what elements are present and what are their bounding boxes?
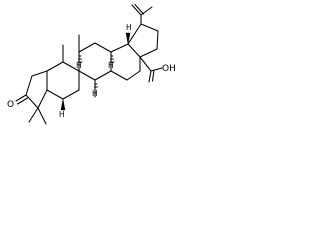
stereo-bonds [60,32,131,111]
h-label-c-ring: H [76,61,82,70]
ring-a [25,70,48,109]
h-label-b-ring: H [59,110,65,119]
ring-d [110,43,141,81]
isopropenyl-group [131,3,153,25]
h-label-d-ring: H [108,61,114,70]
ring-e [127,23,159,58]
gem-dimethyl-group [28,107,47,125]
skeletal-formula: O OH H H H H H [7,3,176,125]
carboxylic-acid-group [139,56,163,83]
carboxylic-acid-label: OH [162,64,176,74]
ketone-group [15,94,29,105]
ring-b [46,61,80,100]
h-label-e-ring: H [126,23,132,32]
ketone-oxygen-label: O [7,100,14,110]
angular-methyls [62,34,96,98]
ring-c [78,42,112,81]
h-label-methyl: H [92,89,98,98]
